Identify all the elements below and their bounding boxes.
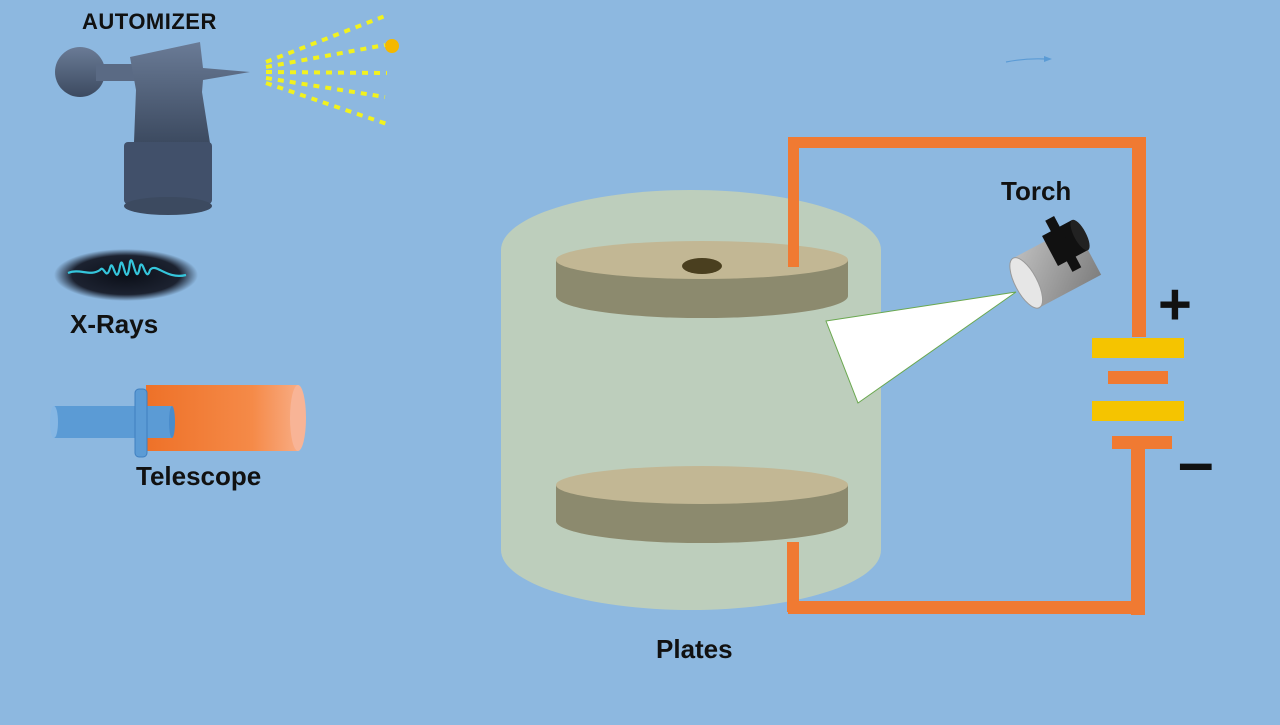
spray-lines <box>265 14 388 126</box>
automizer-label: AUTOMIZER <box>82 9 217 34</box>
xray-wave-icon <box>54 249 198 301</box>
plates-label: Plates <box>656 634 733 664</box>
atomizer-icon <box>55 14 399 215</box>
light-beam <box>825 291 1017 404</box>
torch-icon <box>1009 215 1102 309</box>
positive-terminal-label: + <box>1158 272 1192 337</box>
torch-label: Torch <box>1001 176 1072 206</box>
telescope-icon <box>50 385 306 458</box>
oil-drop <box>385 39 399 53</box>
top-plate <box>556 241 848 318</box>
negative-terminal-label: – <box>1178 426 1214 498</box>
circuit-wire <box>787 137 1146 615</box>
bottom-plate <box>556 466 848 543</box>
battery-icon <box>1092 338 1184 449</box>
small-arrow-icon <box>1005 56 1052 63</box>
xrays-label: X-Rays <box>70 309 159 339</box>
plate-hole <box>682 258 722 274</box>
telescope-label: Telescope <box>136 461 262 491</box>
